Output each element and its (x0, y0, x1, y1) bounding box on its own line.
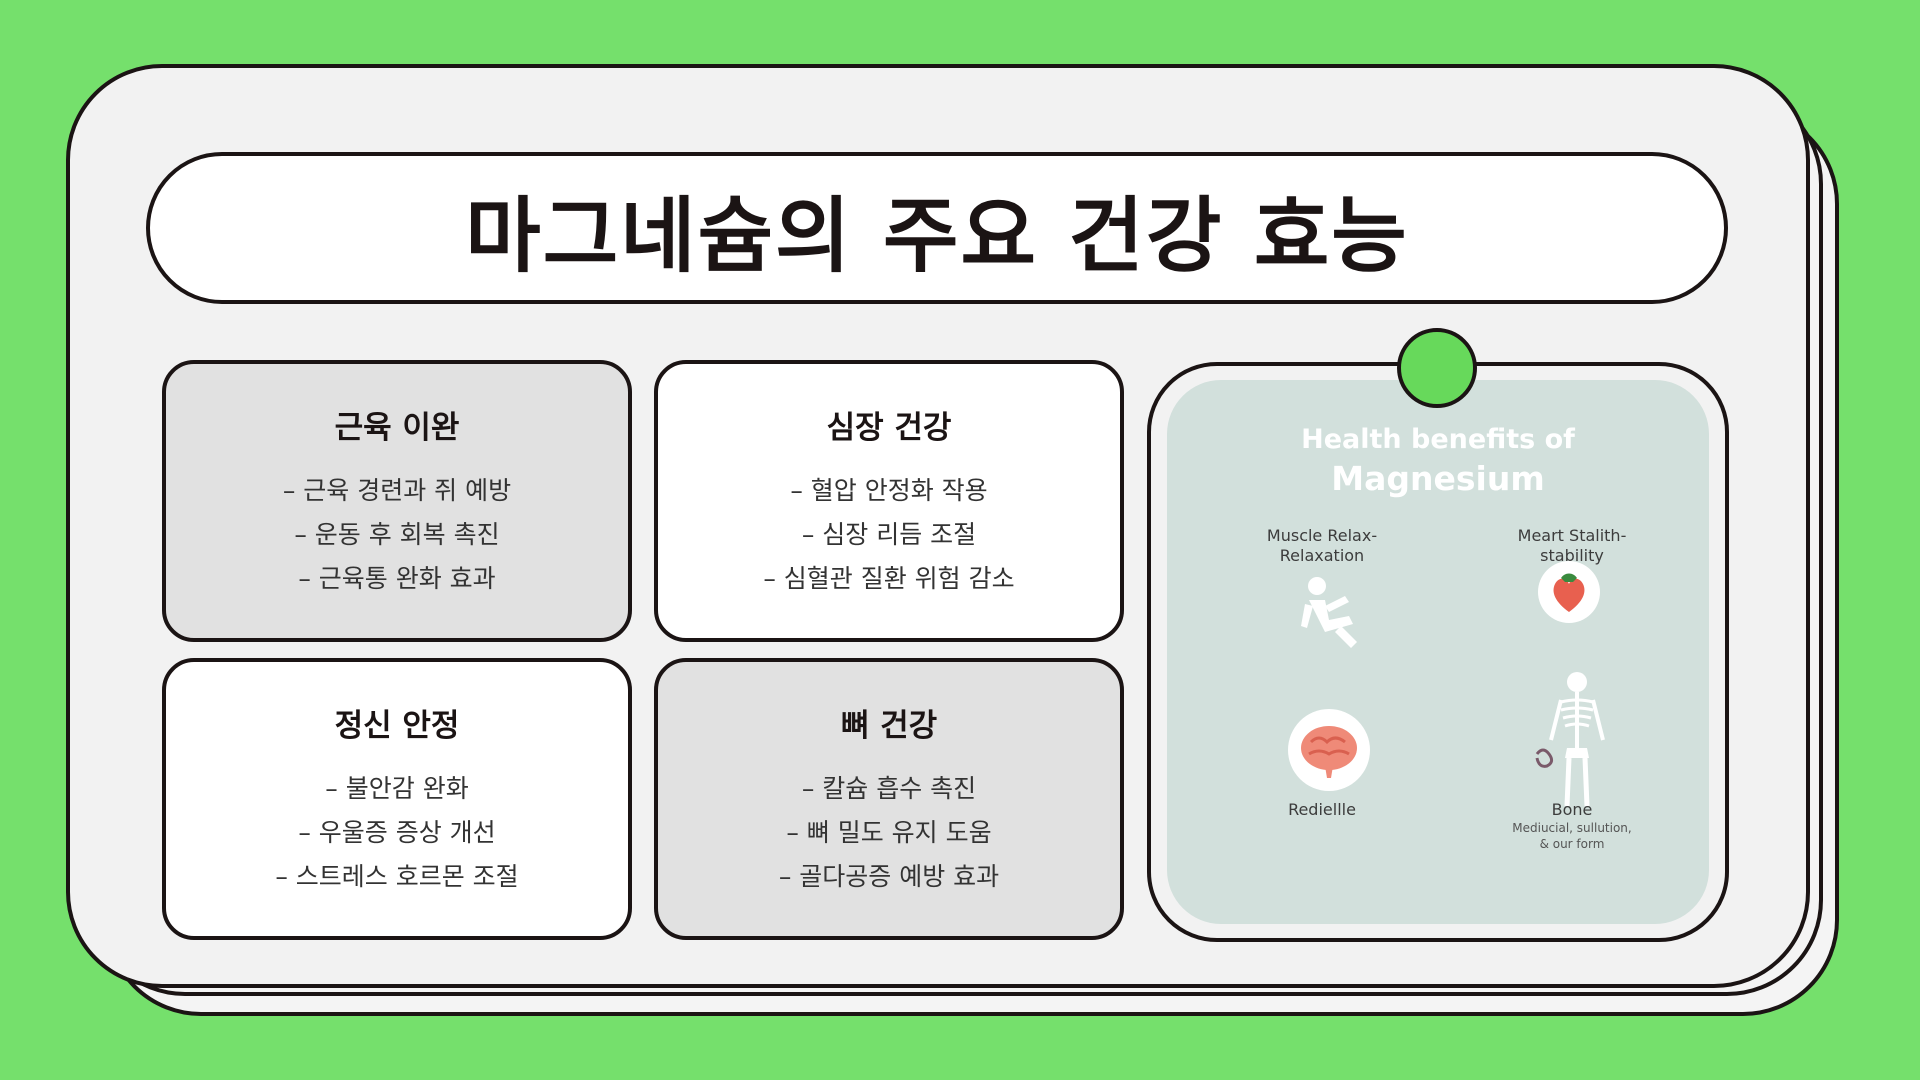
infographic-title: Health benefits of Magnesium (1167, 424, 1709, 498)
card-muscle-relaxation: 근육 이완 – 근육 경련과 쥐 예방 – 운동 후 회복 촉진 – 근육통 완… (162, 360, 632, 642)
title-banner: 마그네슘의 주요 건강 효능 (146, 152, 1728, 304)
benefit-bone: Bone Mediucial, sullution, & our form (1477, 800, 1667, 852)
brain-icon (1288, 709, 1370, 791)
infographic-title-line1: Health benefits of (1301, 424, 1575, 455)
infographic-title-line2: Magnesium (1331, 459, 1545, 498)
card-list: – 혈압 안정화 작용 – 심장 리듬 조절 – 심혈관 질환 위험 감소 (763, 469, 1014, 601)
list-item: – 심혈관 질환 위험 감소 (763, 563, 1015, 593)
benefit-heart: Meart Stalith- stability (1477, 526, 1667, 566)
list-item: – 운동 후 회복 촉진 (294, 519, 500, 549)
card-heading: 뼈 건강 (840, 707, 938, 744)
person-stretch-icon (1301, 577, 1357, 648)
list-item: – 혈압 안정화 작용 (790, 475, 988, 505)
benefit-muscle: Muscle Relax- Relaxation (1227, 526, 1417, 566)
benefit-label: Meart Stalith- (1517, 526, 1627, 545)
benefit-label: Muscle Relax- (1266, 526, 1378, 545)
benefit-sub: Mediucial, sullution, (1512, 821, 1632, 835)
card-list: – 칼슘 흡수 촉진 – 뼈 밀도 유지 도움 – 골다공증 예방 효과 (779, 767, 999, 899)
benefit-brain: Rediellle (1227, 800, 1417, 820)
card-heart-health: 심장 건강 – 혈압 안정화 작용 – 심장 리듬 조절 – 심혈관 질환 위험… (654, 360, 1124, 642)
heart-icon (1538, 561, 1600, 623)
card-heading: 근육 이완 (334, 409, 460, 446)
list-item: – 근육통 완화 효과 (298, 563, 496, 593)
list-item: – 심장 리듬 조절 (801, 519, 977, 549)
benefit-sub: & our form (1539, 837, 1605, 851)
list-item: – 칼슘 흡수 촉진 (801, 773, 977, 803)
list-item: – 불안감 완화 (325, 773, 469, 803)
infographic-frame: Health benefits of Magnesium Muscle Rela… (1147, 362, 1729, 942)
card-list: – 근육 경련과 쥐 예방 – 운동 후 회복 촉진 – 근육통 완화 효과 (283, 469, 511, 601)
list-item: – 스트레스 호르몬 조절 (275, 861, 519, 891)
card-mental-stability: 정신 안정 – 불안감 완화 – 우울증 증상 개선 – 스트레스 호르몬 조절 (162, 658, 632, 940)
pin-dot (1397, 328, 1477, 408)
page-title: 마그네슘의 주요 건강 효능 (465, 188, 1409, 284)
card-bone-health: 뼈 건강 – 칼슘 흡수 촉진 – 뼈 밀도 유지 도움 – 골다공증 예방 효… (654, 658, 1124, 940)
list-item: – 우울증 증상 개선 (298, 817, 496, 847)
card-heading: 정신 안정 (334, 707, 460, 744)
infographic-panel: Health benefits of Magnesium Muscle Rela… (1167, 380, 1709, 924)
benefit-label: stability (1540, 546, 1604, 565)
skeleton-icon (1535, 672, 1605, 807)
benefit-label: Bone (1551, 800, 1593, 819)
card-heading: 심장 건강 (826, 409, 952, 446)
list-item: – 골다공증 예방 효과 (778, 861, 1000, 891)
list-item: – 근육 경련과 쥐 예방 (282, 475, 512, 505)
card-list: – 불안감 완화 – 우울증 증상 개선 – 스트레스 호르몬 조절 (275, 767, 518, 899)
benefit-label: Rediellle (1288, 800, 1356, 819)
list-item: – 뼈 밀도 유지 도움 (786, 817, 992, 847)
benefit-label: Relaxation (1279, 546, 1365, 565)
